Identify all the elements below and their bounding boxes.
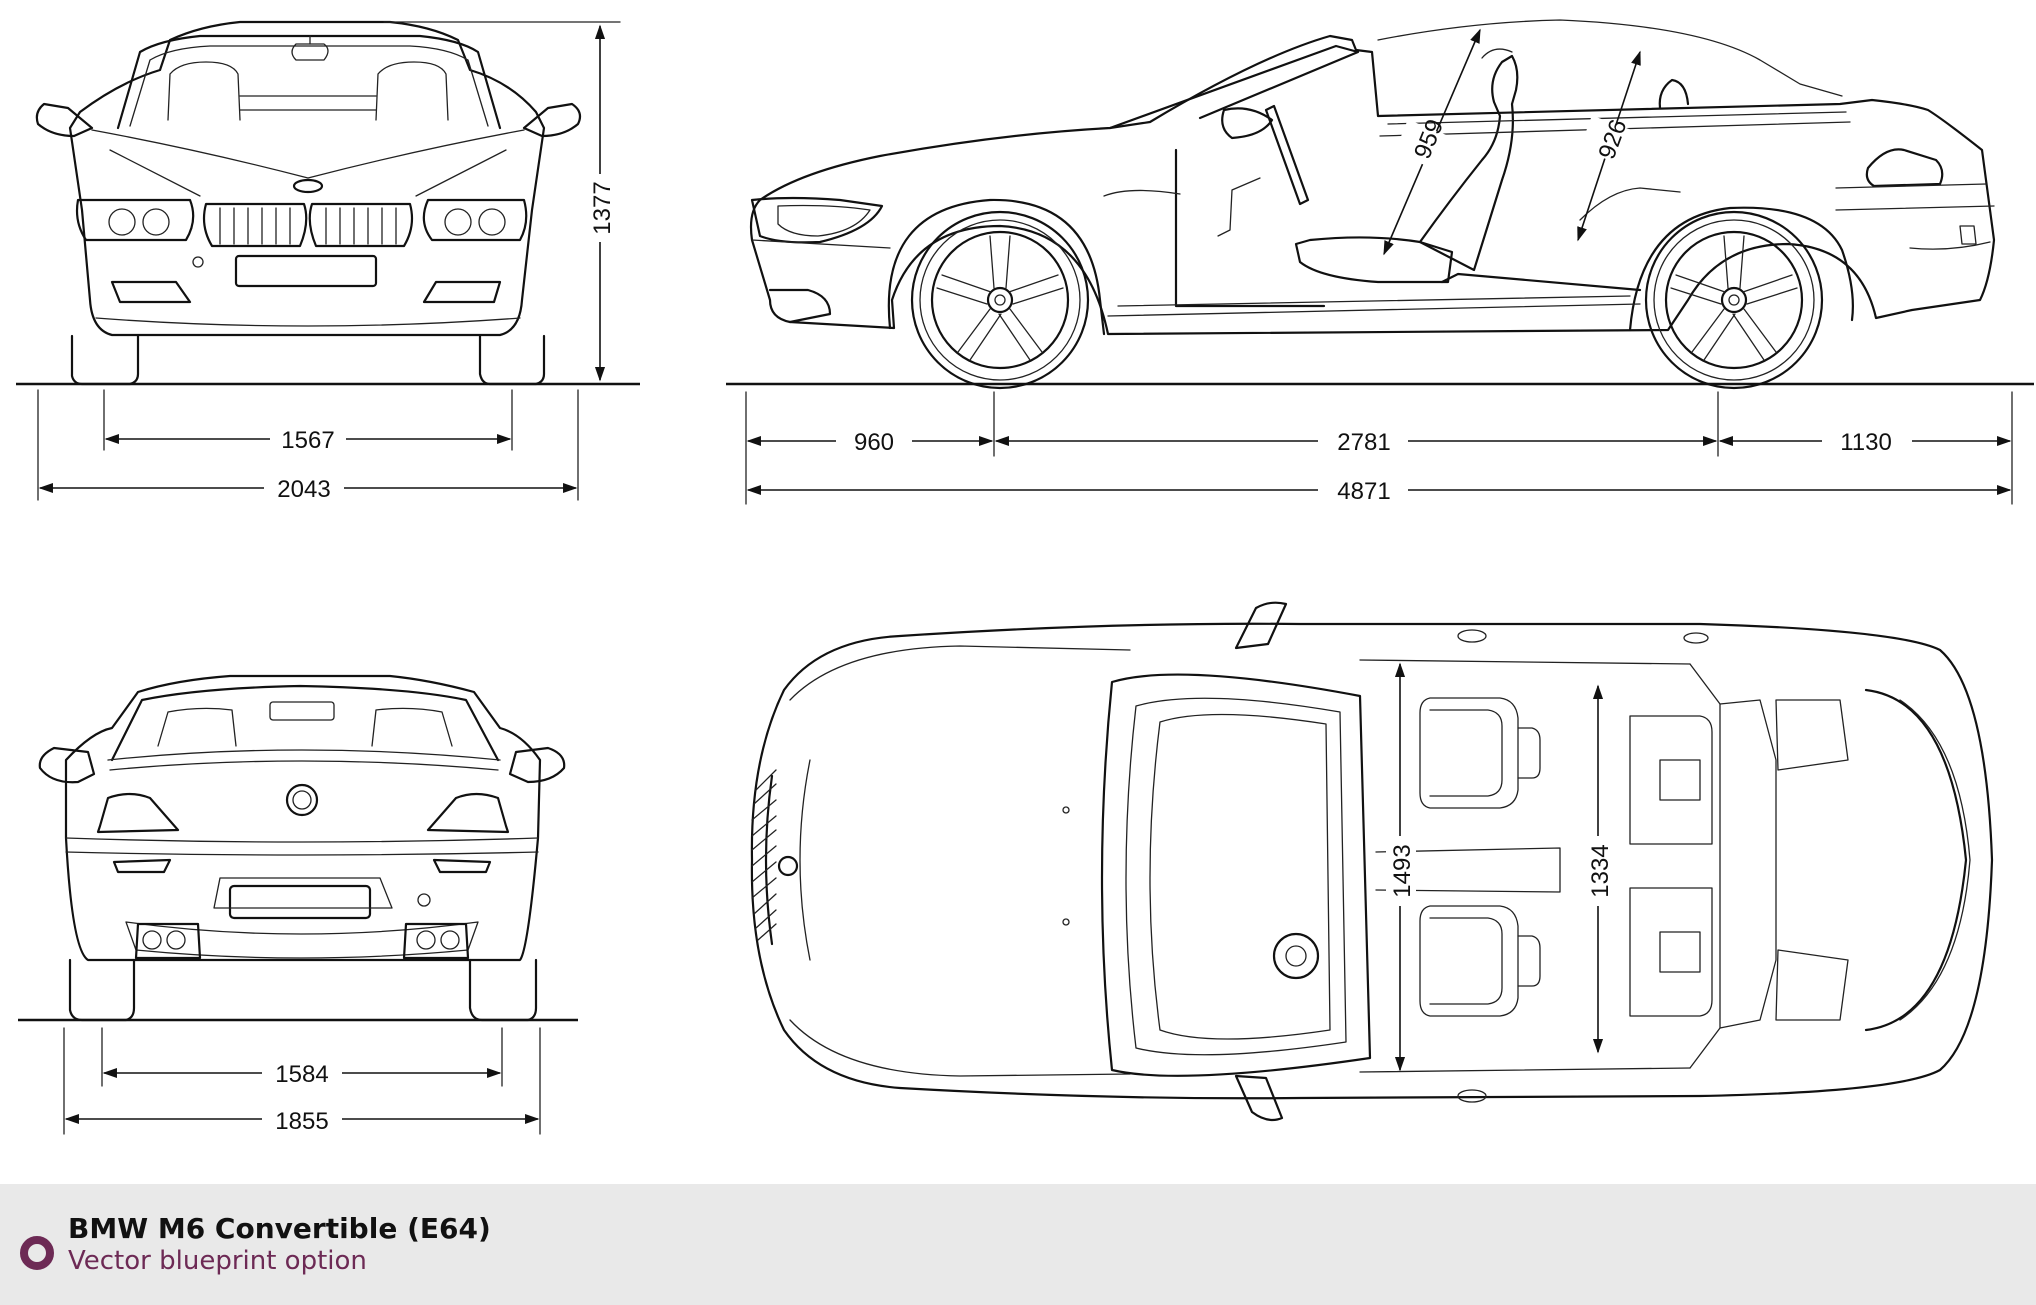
rear-track-label: 1584	[275, 1061, 328, 1088]
caption-bar: BMW M6 Convertible (E64) Vector blueprin…	[0, 1184, 2036, 1305]
caption-title: BMW M6 Convertible (E64)	[68, 1212, 491, 1245]
front-shoulder-width-label: 1493	[1389, 844, 1416, 897]
front-track-label: 1567	[281, 427, 334, 454]
front-width-label: 2043	[277, 476, 330, 503]
rear-overhang-label: 1130	[1840, 429, 1892, 456]
ring-bullet-icon	[20, 1236, 54, 1270]
top-view: 1493 1334	[750, 601, 1994, 1122]
rear-view: 1584 1855	[18, 674, 578, 1135]
side-view: 959 926 960 2781 1130 4871	[726, 19, 2034, 505]
front-rearview-mirror	[291, 35, 329, 61]
wheelbase-label: 2781	[1337, 429, 1390, 456]
front-height-label: 1377	[589, 181, 616, 234]
length-label: 4871	[1337, 478, 1390, 505]
front-overhang-label: 960	[854, 429, 894, 456]
front-view: 1377 1567 2043	[16, 20, 640, 503]
blueprint-drawing: 1377 1567 2043	[16, 19, 2034, 1135]
rear-shoulder-width-label: 1334	[1587, 844, 1614, 897]
caption-subtitle[interactable]: Vector blueprint option	[68, 1246, 367, 1276]
rear-width-label: 1855	[275, 1108, 328, 1135]
